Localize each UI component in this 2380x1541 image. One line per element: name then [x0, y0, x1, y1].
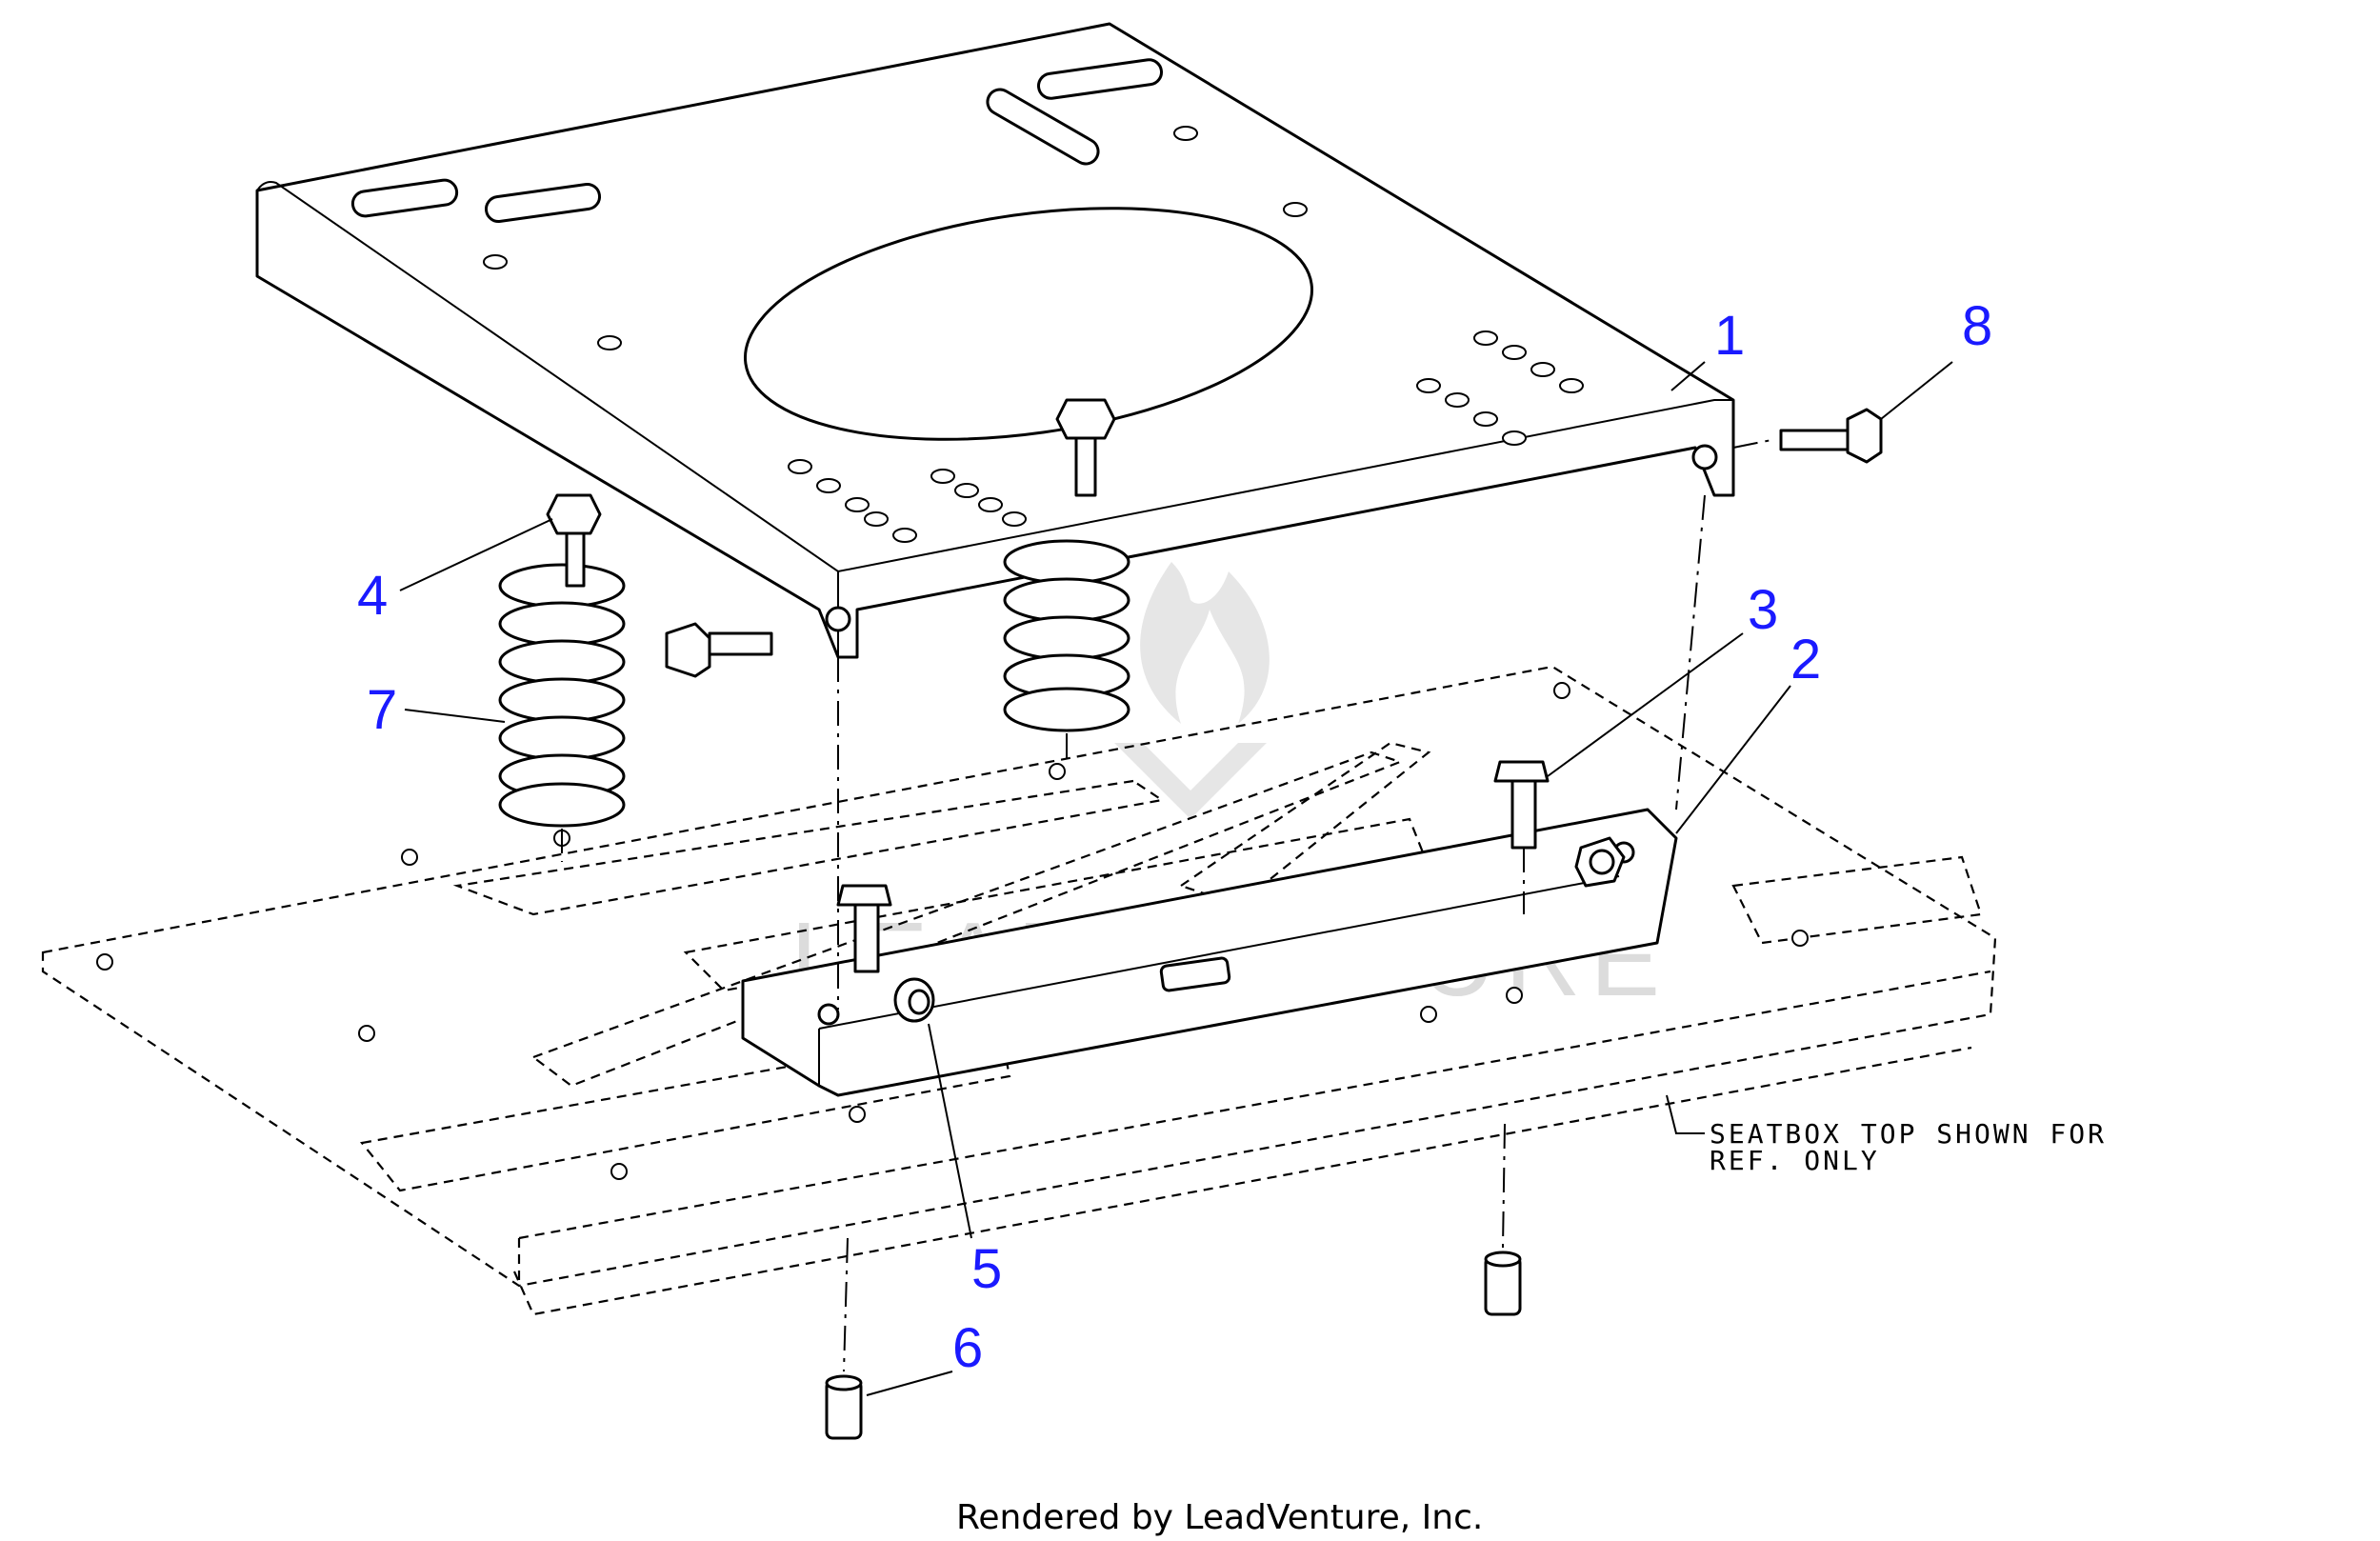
seatbox-reference-note: SEATBOX TOP SHOWN FOR REF. ONLY: [1710, 1118, 2107, 1176]
bracket-item-2: [741, 808, 1678, 1097]
center-spring: [1003, 539, 1130, 732]
callout-8: 8: [1962, 295, 1992, 357]
callout-5: 5: [971, 1238, 1002, 1300]
callout-6: 6: [952, 1317, 983, 1379]
bracket-left-bolt: [836, 884, 892, 973]
spacer-item-6: [825, 1374, 863, 1440]
bolt-item-4: [546, 493, 602, 588]
callout-1: 1: [1714, 305, 1745, 367]
center-bolt: [1055, 398, 1116, 497]
side-bolt-left: [665, 622, 773, 678]
plate-adjust-holes: [483, 126, 1584, 543]
callout-3: 3: [1748, 579, 1778, 641]
bracket-right-nut: [1574, 836, 1626, 888]
assembly-centerlines: [561, 439, 1772, 1372]
note-line-2: REF. ONLY: [1710, 1145, 1880, 1176]
callout-7: 7: [367, 679, 397, 741]
spring-item-7: [498, 563, 626, 828]
spacer-right: [1484, 1251, 1522, 1316]
nut-item-5: [893, 977, 935, 1023]
bolt-item-3: [1493, 760, 1550, 850]
callout-2: 2: [1790, 629, 1821, 690]
seatbox-top-reference: [41, 665, 1997, 1316]
rendered-by-footer: Rendered by LeadVenture, Inc.: [956, 1498, 1483, 1537]
bolt-item-8: [1779, 408, 1883, 464]
note-line-1: SEATBOX TOP SHOWN FOR: [1710, 1118, 2107, 1150]
callout-4: 4: [357, 565, 388, 627]
callout-leaders: [399, 361, 1953, 1396]
seat-mounting-plate: [255, 22, 1735, 659]
